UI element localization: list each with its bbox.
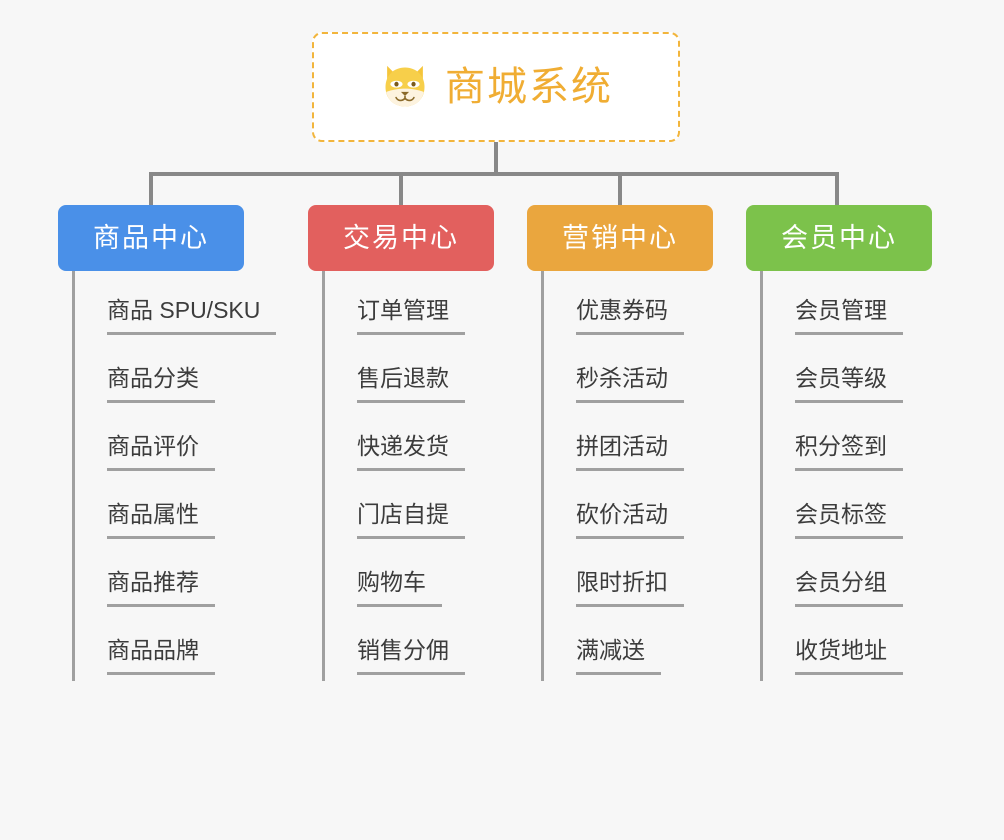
leaf-item-label: 收货地址 — [795, 639, 903, 675]
leaf-item-label: 会员分组 — [795, 571, 903, 607]
category-header-label: 营销中心 — [562, 222, 678, 253]
leaf-item[interactable]: 会员管理 — [763, 287, 936, 341]
leaf-item-label: 商品推荐 — [107, 571, 215, 607]
leaf-item-label: 限时折扣 — [576, 571, 684, 607]
leaf-item[interactable]: 商品品牌 — [75, 613, 248, 681]
leaf-item[interactable]: 优惠券码 — [544, 287, 717, 341]
leaf-item-label: 商品属性 — [107, 503, 215, 539]
root-node-mall-system[interactable]: 商城系统 — [312, 32, 680, 142]
leaf-item[interactable]: 会员分组 — [763, 545, 936, 613]
leaf-list-trade-center: 订单管理 售后退款 快递发货 门店自提 购物车 销售分佣 — [322, 271, 498, 681]
category-header-label: 交易中心 — [343, 222, 459, 253]
category-header-trade-center[interactable]: 交易中心 — [308, 205, 494, 271]
category-header-product-center[interactable]: 商品中心 — [58, 205, 244, 271]
leaf-item[interactable]: 限时折扣 — [544, 545, 717, 613]
category-header-member-center[interactable]: 会员中心 — [746, 205, 932, 271]
connector-root-stem — [494, 142, 498, 174]
leaf-item-label: 秒杀活动 — [576, 367, 684, 403]
leaf-list-marketing-center: 优惠券码 秒杀活动 拼团活动 砍价活动 限时折扣 满减送 — [541, 271, 717, 681]
leaf-item-label: 商品评价 — [107, 435, 215, 471]
leaf-item-label: 销售分佣 — [357, 639, 465, 675]
leaf-item-label: 售后退款 — [357, 367, 465, 403]
leaf-item-label: 积分签到 — [795, 435, 903, 471]
leaf-item-label: 砍价活动 — [576, 503, 684, 539]
leaf-item-label: 会员管理 — [795, 299, 903, 335]
leaf-item-label: 商品分类 — [107, 367, 215, 403]
category-header-marketing-center[interactable]: 营销中心 — [527, 205, 713, 271]
leaf-item-label: 满减送 — [576, 639, 661, 675]
leaf-item[interactable]: 售后退款 — [325, 341, 498, 409]
leaf-item[interactable]: 收货地址 — [763, 613, 936, 681]
leaf-item-label: 优惠券码 — [576, 299, 684, 335]
leaf-item[interactable]: 拼团活动 — [544, 409, 717, 477]
connector-drop-trade-center — [399, 172, 403, 208]
connector-drop-marketing-center — [618, 172, 622, 208]
leaf-item[interactable]: 秒杀活动 — [544, 341, 717, 409]
leaf-item[interactable]: 商品评价 — [75, 409, 248, 477]
leaf-item[interactable]: 商品属性 — [75, 477, 248, 545]
category-header-label: 会员中心 — [781, 222, 897, 253]
leaf-item[interactable]: 满减送 — [544, 613, 717, 681]
leaf-item[interactable]: 门店自提 — [325, 477, 498, 545]
leaf-item[interactable]: 快递发货 — [325, 409, 498, 477]
leaf-item-label: 拼团活动 — [576, 435, 684, 471]
shiba-dog-face-icon — [385, 65, 425, 107]
root-node-title: 商城系统 — [445, 65, 613, 109]
leaf-item[interactable]: 订单管理 — [325, 287, 498, 341]
leaf-item[interactable]: 商品推荐 — [75, 545, 248, 613]
column-member-center: 会员中心 会员管理 会员等级 积分签到 会员标签 会员分组 收货地址 — [746, 205, 936, 681]
leaf-item-label: 门店自提 — [357, 503, 465, 539]
leaf-item-label: 购物车 — [357, 571, 442, 607]
column-product-center: 商品中心 商品 SPU/SKU 商品分类 商品评价 商品属性 商品推荐 商品品牌 — [58, 205, 277, 681]
column-trade-center: 交易中心 订单管理 售后退款 快递发货 门店自提 购物车 销售分佣 — [308, 205, 498, 681]
connector-drop-product-center — [149, 172, 153, 208]
leaf-item[interactable]: 商品分类 — [75, 341, 248, 409]
column-marketing-center: 营销中心 优惠券码 秒杀活动 拼团活动 砍价活动 限时折扣 满减送 — [527, 205, 717, 681]
leaf-item-label: 快递发货 — [357, 435, 465, 471]
leaf-item-label: 会员标签 — [795, 503, 903, 539]
leaf-item-label: 订单管理 — [357, 299, 465, 335]
leaf-item[interactable]: 销售分佣 — [325, 613, 498, 681]
leaf-item[interactable]: 会员标签 — [763, 477, 936, 545]
connector-horizontal-bus — [149, 172, 839, 176]
leaf-item[interactable]: 砍价活动 — [544, 477, 717, 545]
category-header-label: 商品中心 — [93, 222, 209, 253]
leaf-item[interactable]: 积分签到 — [763, 409, 936, 477]
leaf-list-member-center: 会员管理 会员等级 积分签到 会员标签 会员分组 收货地址 — [760, 271, 936, 681]
leaf-item[interactable]: 商品 SPU/SKU — [75, 287, 277, 341]
leaf-item-label: 商品品牌 — [107, 639, 215, 675]
connector-drop-member-center — [835, 172, 839, 208]
leaf-item[interactable]: 会员等级 — [763, 341, 936, 409]
leaf-item-label: 会员等级 — [795, 367, 903, 403]
leaf-list-product-center: 商品 SPU/SKU 商品分类 商品评价 商品属性 商品推荐 商品品牌 — [72, 271, 277, 681]
leaf-item[interactable]: 购物车 — [325, 545, 498, 613]
leaf-item-label: 商品 SPU/SKU — [107, 299, 277, 335]
